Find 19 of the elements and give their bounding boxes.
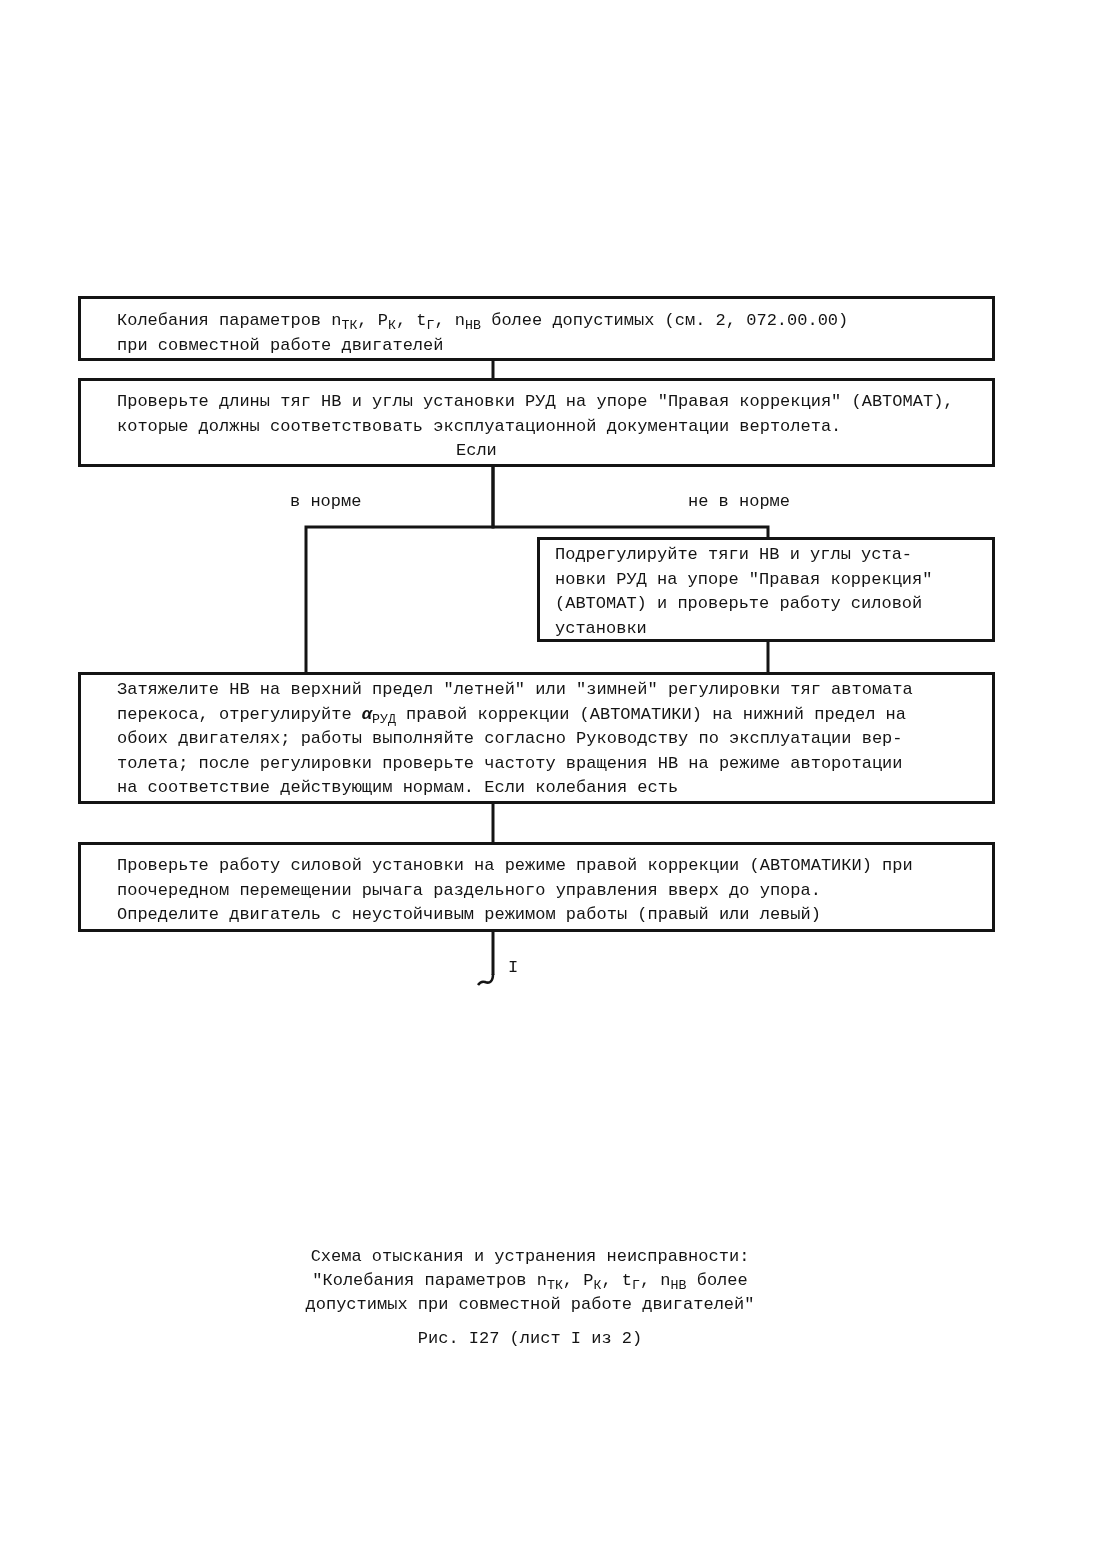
process-box <box>78 296 995 361</box>
step-text: Колебания параметров n$_{ТК}$, P$_{К}$, t$_{Г}$, n$_{НВ}$ более допустимых (см. 2, 072.00.00) при совместной работе двигателей <box>117 310 850 357</box>
connector-line <box>491 361 495 378</box>
connector-line <box>766 642 770 672</box>
process-box <box>78 672 995 804</box>
step-text: Проверьте работу силовой установки на режиме правой коррекции (АВТОМАТИКИ) при поочередном перемещении рычага раздельного управления вверх до упора. <box>117 855 914 902</box>
step-text: Если <box>456 440 497 462</box>
figure-number: Рис. I27 (лист I из 2) <box>416 1328 644 1350</box>
step-text: Затяжелите НВ на верхний предел "летней" или "зимней" регулировки тяг автомата перекоса, отрегулируйте α$_{РУД}$ правой коррекции (АВТОМАТИКИ) на нижний предел на обоих двигателях; работы выполняйте согласно Руководству по эксплуатации вер- толета; после регулировки проверьте частоту вращения НВ на режиме авторотации на соответствие действующим нормам. Если колебания есть <box>117 679 914 799</box>
connector-line <box>491 467 770 537</box>
figure-caption: Схема отыскания и устранения неисправности: "Колебания параметров n$_{ТК}$, P$_{К}$, t$_{Г}$, n$_{НВ}$ более допустимых при совместной работе двигателей" <box>304 1246 756 1316</box>
connector-line <box>491 804 495 842</box>
step-text: Определите двигатель с неустойчивым режимом работы (правый или левый) <box>117 904 822 926</box>
step-text: Проверьте длины тяг НВ и углы установки РУД на упоре "Правая коррекция" (АВТОМАТ), которые должны соответствовать эксплуатационной документации вертолета. <box>117 391 955 438</box>
process-box <box>537 537 995 642</box>
connector-line <box>476 932 495 987</box>
process-box <box>78 842 995 932</box>
step-text: Подрегулируйте тяги НВ и углы уста- новки РУД на упоре "Правая коррекция" (АВТОМАТ) и проверьте работу силовой установки <box>555 544 934 640</box>
process-box <box>78 378 995 467</box>
